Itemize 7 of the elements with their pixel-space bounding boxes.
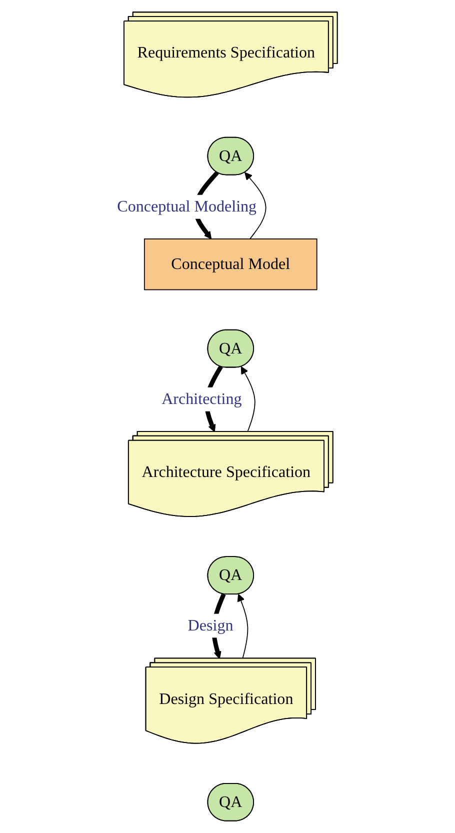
edge-label: Conceptual Modeling [117,198,257,216]
arrow [241,366,256,432]
edge-label: Design [188,616,234,634]
node-box: Conceptual Model [144,238,318,290]
arrow [238,594,248,660]
arrow [244,172,267,240]
edge-label: Architecting [162,390,242,408]
